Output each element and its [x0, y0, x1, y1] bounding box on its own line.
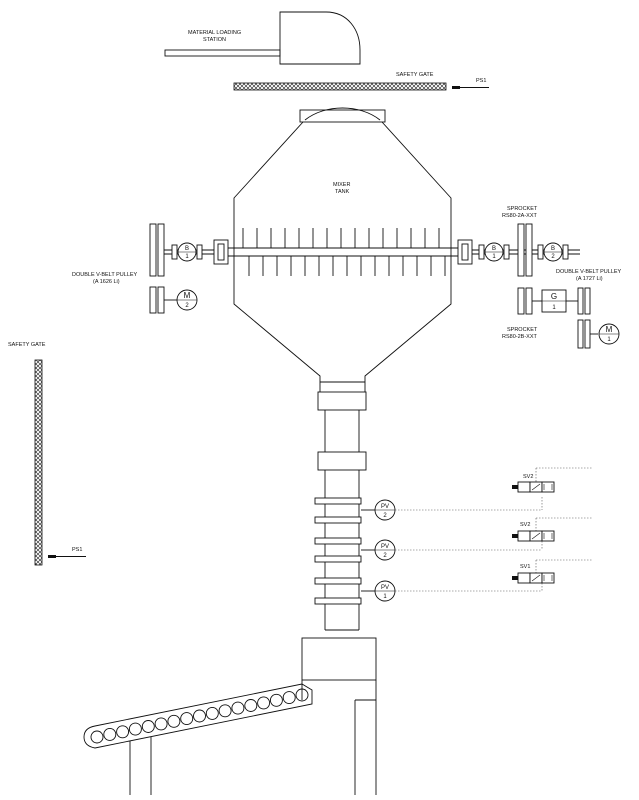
proximity-sensor-ps1-top: PS1: [452, 78, 489, 89]
mixer-tank-label-2: TANK: [335, 189, 350, 195]
solenoid-valve-sv1: SV1: [512, 559, 592, 591]
b1-right-num: 1: [492, 254, 496, 260]
pneumatic-valve-pv2-top: PV 2: [361, 499, 542, 521]
conveyor-roller: [193, 709, 206, 723]
sprocket-b-label-1: SPROCKET: [507, 327, 538, 333]
pneumatic-valve-pv2-mid: PV 2: [361, 539, 542, 561]
agitator: [228, 228, 458, 276]
sprocket-a-label-1: SPROCKET: [507, 206, 538, 212]
b2-right-letter: B: [551, 246, 555, 252]
conveyor-roller: [116, 725, 130, 739]
b1-right-letter: B: [492, 246, 496, 252]
proximity-sensor-ps1-left: PS1: [48, 547, 86, 558]
collection-hopper: [301, 637, 377, 795]
b1-left-letter: B: [185, 246, 189, 252]
bearing-b1-left: B 1: [171, 242, 203, 262]
conveyor-roller: [128, 722, 142, 736]
solenoid-valve-sv2-top: SV2: [512, 467, 592, 510]
right-drive: SPROCKET RS80-2A-XXT SPROCKET RS80-2B-XX…: [457, 206, 622, 349]
pv2-top-letter: PV: [381, 504, 389, 510]
conveyor-roller: [244, 699, 258, 712]
pulley-right-label-2: (A 1727 Li): [576, 276, 603, 282]
conveyor-roller: [257, 696, 271, 710]
pulley-left-label-1: DOUBLE V-BELT PULLEY: [72, 272, 138, 278]
motor-m2: M 2: [176, 289, 198, 311]
conveyor-roller: [103, 727, 117, 741]
conveyor-roller: [167, 714, 181, 728]
conveyor-roller: [141, 720, 155, 733]
loading-station-label-1: MATERIAL LOADING: [188, 30, 241, 36]
m2-letter: M: [184, 291, 191, 300]
pulley-left-label-2: (A 1626 Li): [93, 279, 120, 285]
material-loading-station: MATERIAL LOADING STATION: [164, 11, 361, 65]
b1-left-num: 1: [185, 254, 189, 260]
pv2-top-num: 2: [383, 513, 387, 519]
conveyor-roller: [231, 701, 245, 715]
loading-station-label-2: STATION: [203, 37, 226, 43]
pv1-letter: PV: [381, 585, 389, 591]
bearing-b2-right: B 2: [537, 242, 569, 262]
conveyor-roller: [295, 688, 309, 702]
m1-letter: M: [606, 325, 613, 334]
pv2-mid-num: 2: [383, 553, 387, 559]
m2-num: 2: [185, 303, 189, 309]
pv1-num: 1: [383, 594, 387, 600]
sprocket-a-label-2: RS80-2A-XXT: [502, 213, 537, 219]
mixer-tank: MIXER TANK: [233, 107, 452, 392]
sv2-mid-label: SV2: [520, 522, 530, 528]
safety-gate-top-label: SAFETY GATE: [396, 72, 434, 78]
ps1-top-label: PS1: [476, 78, 486, 84]
sv1-label: SV1: [520, 564, 530, 570]
m1-num: 1: [607, 337, 611, 343]
left-drive: DOUBLE V-BELT PULLEY (A 1626 Li): [72, 223, 229, 314]
gearbox-g1: G 1: [541, 289, 567, 313]
conveyor: [83, 683, 313, 795]
solenoid-valve-sv2-mid: SV2: [512, 517, 592, 550]
bearing-b1-right: B 1: [478, 242, 510, 262]
conveyor-roller: [205, 706, 219, 720]
sv2-top-label: SV2: [523, 474, 533, 480]
g1-letter: G: [551, 292, 557, 301]
conveyor-roller: [269, 693, 283, 707]
safety-gate-top: SAFETY GATE: [233, 72, 447, 91]
sprocket-b-label-2: RS80-2B-XXT: [502, 334, 537, 340]
discharge-pipe: [314, 391, 367, 631]
safety-gate-left: SAFETY GATE: [8, 342, 46, 566]
pneumatic-valve-pv1: PV 1: [361, 580, 542, 602]
g1-num: 1: [552, 305, 556, 311]
conveyor-roller: [180, 712, 194, 726]
conveyor-roller: [218, 704, 232, 718]
motor-m1: M 1: [598, 323, 620, 345]
safety-gate-left-label: SAFETY GATE: [8, 342, 46, 348]
pulley-right-label-1: DOUBLE V-BELT PULLEY: [556, 269, 622, 275]
pv2-mid-letter: PV: [381, 544, 389, 550]
mixer-tank-label-1: MIXER: [333, 182, 350, 188]
conveyor-roller: [282, 691, 296, 705]
b2-right-num: 2: [551, 254, 555, 260]
ps1-left-label: PS1: [72, 547, 82, 553]
conveyor-roller: [90, 730, 104, 744]
conveyor-roller: [154, 717, 168, 731]
